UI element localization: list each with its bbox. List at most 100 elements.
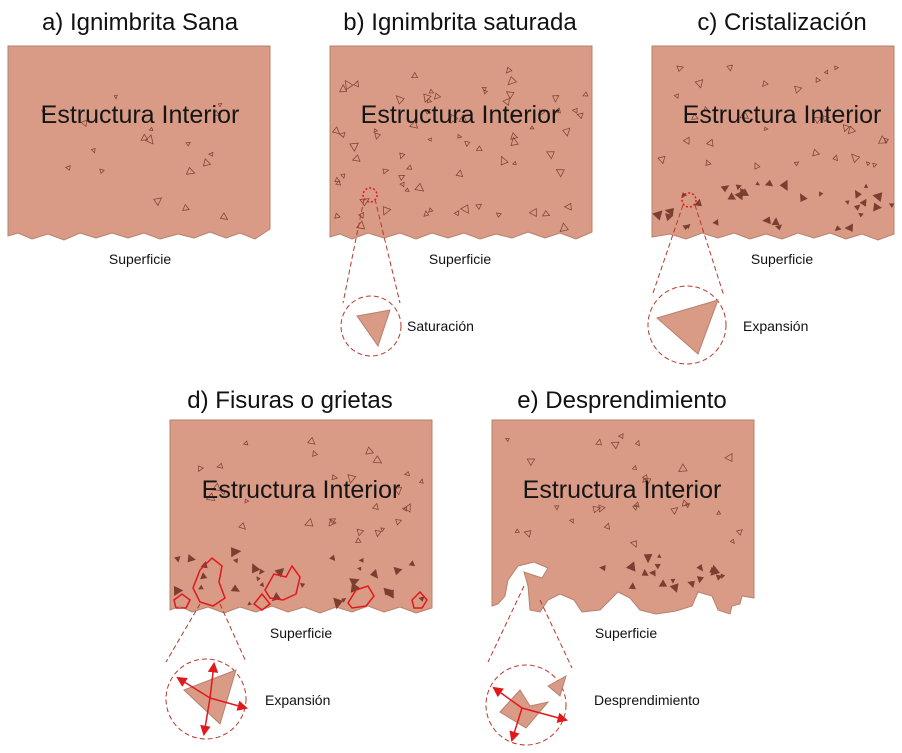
panel-a-marks (41, 94, 229, 220)
panel-d-detail-label: Expansión (265, 692, 330, 708)
texture-mark (80, 119, 88, 128)
texture-mark (393, 486, 403, 496)
texture-mark (729, 538, 735, 545)
texture-mark (428, 207, 434, 213)
texture-mark (406, 164, 413, 170)
texture-mark (644, 478, 652, 485)
crystal-mark (740, 188, 749, 196)
texture-mark (603, 522, 611, 530)
texture-mark (475, 203, 482, 210)
texture-mark (523, 530, 532, 538)
panel-d-rock (169, 419, 433, 614)
panel-e-callout-line-right (539, 599, 573, 669)
texture-mark (328, 518, 337, 527)
fissure (411, 590, 428, 609)
texture-mark (217, 102, 223, 108)
texture-mark (705, 159, 712, 166)
arrow-icon (209, 697, 249, 711)
texture-mark (754, 162, 761, 170)
panel-a-surface-label: Superficie (109, 251, 171, 267)
crystal-mark (652, 210, 663, 221)
crystal-mark (274, 568, 285, 578)
texture-mark (459, 204, 469, 214)
texture-mark (344, 79, 354, 91)
panel-c-detail-label: Expansión (743, 318, 808, 334)
crystal-mark (779, 179, 788, 191)
texture-mark (505, 66, 513, 74)
texture-mark (883, 137, 890, 144)
fissure (252, 592, 272, 611)
panel-e-marks (504, 432, 743, 548)
panel-a: a) Ignimbrita Sana Estructura Interior S… (7, 9, 271, 267)
texture-mark (331, 126, 341, 135)
texture-mark (398, 175, 406, 181)
crystal-mark (648, 569, 656, 577)
crystal-mark (687, 580, 695, 588)
texture-mark (642, 477, 648, 483)
texture-mark (542, 210, 551, 217)
texture-mark (304, 518, 314, 527)
fissure (264, 564, 301, 601)
panel-b-marks (331, 66, 589, 232)
crystal-mark (384, 589, 394, 599)
texture-mark (703, 105, 710, 112)
texture-mark (411, 71, 419, 79)
texture-mark (631, 464, 637, 471)
crystal-mark (873, 202, 882, 212)
panel-a-interior-label: Estructura Interior (41, 101, 240, 129)
panel-c: c) Cristalización Estructura Interior Ex… (647, 9, 895, 365)
crystal-mark (715, 574, 723, 581)
texture-mark (41, 109, 47, 114)
crystal-mark (643, 554, 653, 564)
texture-mark (185, 142, 191, 147)
texture-mark (449, 113, 459, 124)
texture-mark (453, 210, 460, 217)
crystal-mark (888, 203, 895, 208)
texture-mark (427, 137, 432, 142)
panel-d-fissures (173, 556, 428, 611)
crystal-mark (863, 183, 869, 189)
texture-mark (514, 528, 520, 533)
crystal-mark (625, 561, 636, 572)
crystal-mark (720, 573, 726, 579)
panel-d-marks (198, 436, 424, 544)
crystal-mark (187, 554, 196, 563)
crystal-mark (858, 212, 864, 218)
crystal-mark (872, 192, 883, 202)
texture-mark (351, 154, 361, 162)
texture-mark (834, 65, 840, 71)
crystal-mark (775, 224, 782, 231)
texture-mark (242, 440, 249, 446)
texture-mark (724, 452, 733, 462)
texture-mark (399, 181, 405, 188)
crystal-mark (755, 181, 760, 186)
crystal-mark (200, 561, 208, 569)
texture-mark (428, 88, 435, 94)
panel-b-callout-line-right (374, 198, 401, 304)
panel-b-focus-circle (362, 187, 378, 203)
arrow-icon (200, 697, 211, 737)
crystal-mark (735, 184, 742, 191)
panel-e-rock (491, 419, 755, 615)
texture-mark (554, 107, 561, 114)
texture-mark (334, 212, 341, 219)
panel-a-title: a) Ignimbrita Sana (42, 9, 239, 36)
panel-b-title: b) Ignimbrita saturada (343, 9, 577, 36)
texture-mark (539, 109, 547, 116)
panel-c-interior-label: Estructura Interior (683, 101, 882, 129)
texture-mark (185, 166, 196, 175)
texture-mark (555, 169, 565, 178)
texture-mark (458, 114, 468, 123)
texture-mark (592, 505, 602, 514)
crystal-mark (657, 553, 662, 558)
texture-mark (552, 95, 560, 103)
panel-b-interior-label: Estructura Interior (361, 101, 560, 129)
texture-mark (481, 86, 487, 92)
panel-d-callout-line-left (165, 603, 201, 663)
crystal-mark (174, 556, 181, 563)
crystal-mark (710, 564, 720, 576)
panel-e-callout-line-left (487, 585, 525, 663)
crystal-mark (341, 597, 347, 603)
crystal-mark (173, 585, 184, 596)
panel-c-callout-line-left (651, 204, 684, 297)
